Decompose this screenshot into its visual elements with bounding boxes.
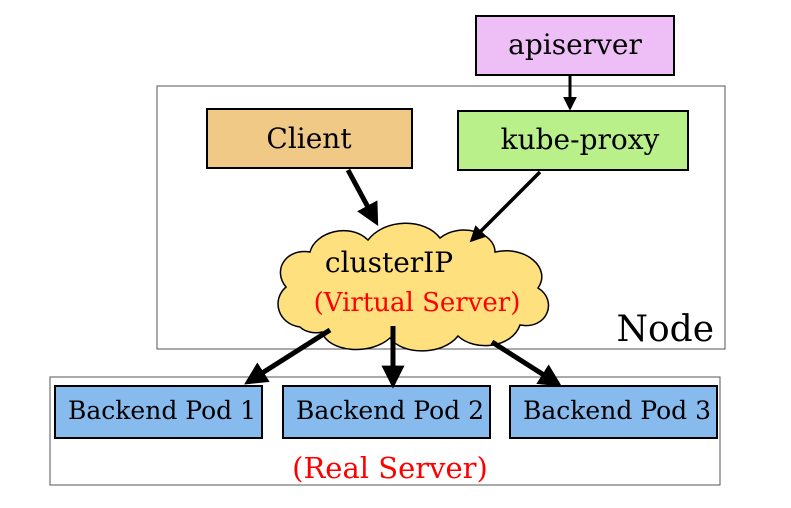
- cluster-ip-node: clusterIP (Virtual Server): [277, 222, 550, 352]
- client-box: [206, 108, 413, 169]
- apiserver-box: [475, 15, 675, 76]
- backend-pod-2-label: Backend Pod 2: [296, 396, 484, 425]
- cluster-ip-label: clusterIP: [325, 246, 453, 279]
- edge-cluster-ip-to-backend-pod-1: [244, 327, 332, 385]
- cluster-ip-cloud: [277, 222, 550, 352]
- edge-cluster-ip-to-backend-pod-3: [490, 339, 562, 387]
- kube-proxy-label: kube-proxy: [501, 123, 660, 156]
- backend-pod-3: Backend Pod 3: [509, 385, 718, 439]
- backend-pod-2-box: [282, 385, 491, 439]
- edge-client-to-cluster-ip: [345, 168, 379, 227]
- backend-pod-3-box: [509, 385, 718, 439]
- backend-pod-1-label: Backend Pod 1: [68, 396, 256, 425]
- cluster-ip-sublabel: (Virtual Server): [314, 288, 521, 318]
- real-server-label: (Real Server): [292, 451, 488, 485]
- kube-proxy-box: [457, 110, 689, 171]
- node-label: Node: [616, 309, 714, 350]
- backend-pod-1: Backend Pod 1: [54, 385, 263, 439]
- client-node: Client: [206, 108, 413, 169]
- edge-kube-proxy-to-cluster-ip: [469, 170, 542, 243]
- backend-pod-3-label: Backend Pod 3: [523, 396, 711, 425]
- backend-pod-2: Backend Pod 2: [282, 385, 491, 439]
- apiserver-label: apiserver: [508, 28, 642, 61]
- apiserver-node: apiserver: [475, 15, 675, 76]
- node-container: [156, 85, 726, 350]
- client-label: Client: [266, 122, 352, 155]
- backend-pod-1-box: [54, 385, 263, 439]
- kube-proxy-node: kube-proxy: [457, 110, 689, 171]
